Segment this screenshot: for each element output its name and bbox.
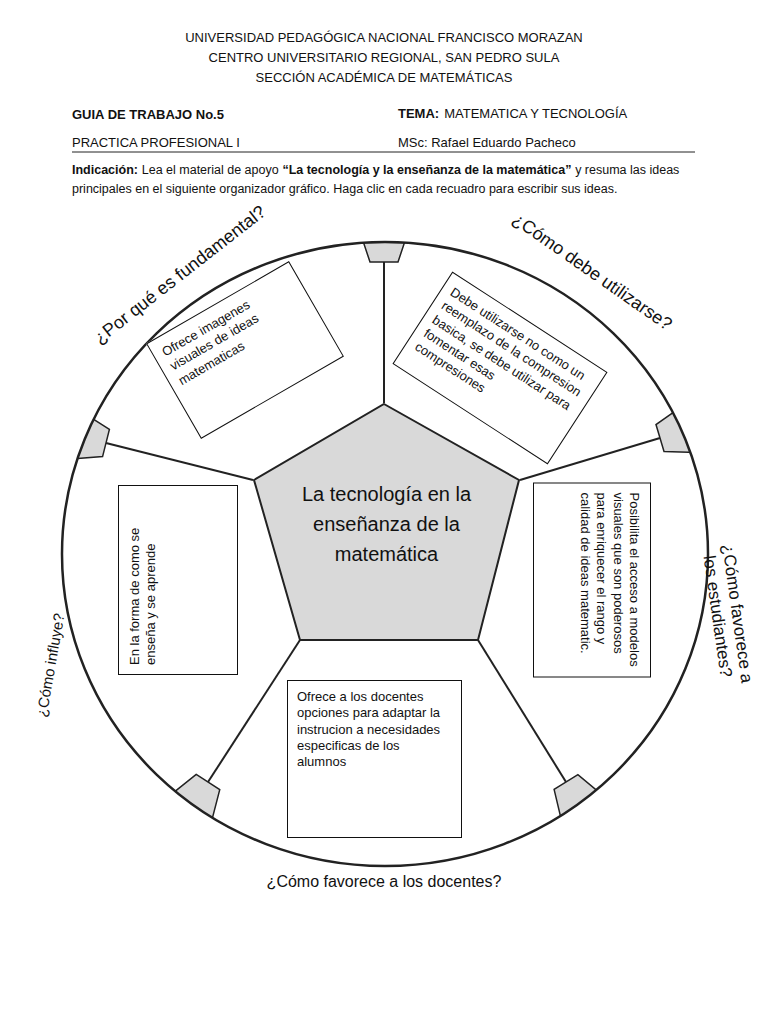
idea-box: Ofrece a los docentes opciones para adap… (287, 680, 462, 838)
topic-row: TEMA: MATEMATICA Y TECNOLOGÍA (398, 106, 627, 121)
center-pentagon: La tecnología en la enseñanza de la mate… (253, 403, 520, 641)
ball-patch (350, 202, 418, 262)
ball-seams (40, 202, 728, 851)
idea-text: Posibilita el acceso a modelos visuales … (577, 493, 642, 668)
question-label: ¿Cómo influye? (33, 612, 68, 718)
teacher-name: MSc: Rafael Eduardo Pacheco (398, 135, 576, 150)
seam-line (106, 443, 253, 480)
idea-box: En la forma de como se enseña y se apren… (118, 485, 238, 675)
idea-text: En la forma de como se enseña y se apren… (127, 495, 160, 665)
topic-value: MATEMATICA Y TECNOLOGÍA (444, 106, 627, 121)
idea-text: Ofrece a los docentes opciones para adap… (297, 689, 452, 770)
question-label: ¿Cómo favorece a los docentes? (267, 873, 502, 891)
center-title: La tecnología en la enseñanza de la mate… (297, 479, 476, 569)
instruction-key: Indicación: (72, 163, 138, 177)
idea-text: Debe utilizarse no como un reemplazo de … (412, 284, 595, 442)
ball-outline (62, 242, 708, 866)
topic-key: TEMA: (398, 106, 439, 121)
idea-text: Ofrece imagenes visuales de ideas matema… (159, 274, 309, 389)
instruction-paragraph: Indicación: Lea el material de apoyo“La t… (72, 161, 702, 199)
question-label: ¿Cómo debe utilizarse? (508, 209, 676, 335)
ball-patch (40, 395, 110, 461)
guide-number: GUIA DE TRABAJO No.5 (72, 107, 224, 122)
ball-patch (656, 388, 727, 453)
question-label: ¿Cómo favorece a los estudiantes? (697, 538, 757, 692)
idea-box: Posibilita el acceso a modelos visuales … (533, 483, 651, 678)
instruction-title: “La tecnología y la enseñanza de la mate… (282, 163, 571, 177)
university-name: UNIVERSIDAD PEDAGÓGICA NACIONAL FRANCISC… (185, 30, 583, 45)
instruction-text: Lea el material de apoyo (142, 163, 279, 177)
section-name: SECCIÓN ACADÉMICA DE MATEMÁTICAS (256, 70, 513, 85)
ball-patch (147, 774, 220, 850)
header-rule (72, 152, 695, 153)
course-name: PRACTICA PROFESIONAL I (72, 135, 240, 150)
seam-line (383, 262, 385, 403)
campus-name: CENTRO UNIVERSITARIO REGIONAL, SAN PEDRO… (209, 50, 560, 65)
pentagon-outline (254, 404, 519, 640)
